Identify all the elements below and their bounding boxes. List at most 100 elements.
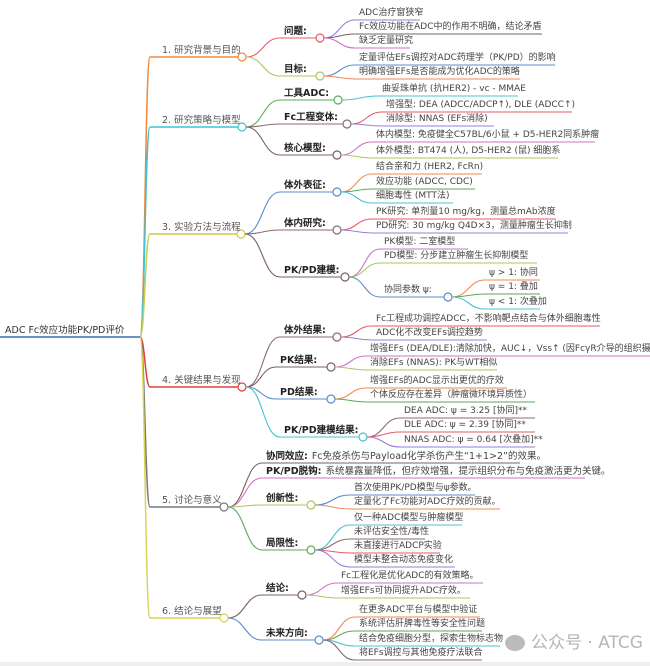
collapse-toggle[interactable]	[326, 394, 336, 404]
connector	[305, 582, 338, 596]
node-label: 协同参数 ψ:	[384, 285, 432, 295]
leaf-node[interactable]: PK研究: 单剂量10 mg/kg，测量总mAb浓度	[376, 207, 556, 218]
collapse-toggle[interactable]	[297, 590, 307, 600]
collapse-toggle[interactable]	[333, 95, 343, 105]
leaf-node[interactable]: NNAS ADC: ψ = 0.64 [次叠加]**	[404, 435, 543, 446]
collapse-toggle[interactable]	[332, 187, 342, 197]
subtopic-node[interactable]: PK/PD建模结果:	[284, 425, 358, 436]
leaf-node[interactable]: 消除型: NNAS (EFs消除)	[386, 114, 488, 125]
collapse-toggle[interactable]	[358, 432, 368, 442]
connector	[350, 111, 383, 125]
leaf-node[interactable]: 消除EFs (NNAS): PK与WT相似	[370, 358, 497, 369]
subtopic-node[interactable]: Fc工程变体:	[284, 112, 338, 123]
leaf-node[interactable]: 细胞毒性 (MTT法)	[376, 191, 450, 202]
leaf-node[interactable]: 增强EFs (DEA/DLE):清除加快，AUC↓，Vss↑ (因FcγR介导的…	[370, 344, 650, 355]
leaf-node[interactable]: PK模型: 二室模型	[384, 237, 455, 248]
leaf-node[interactable]: 增强EFs的ADC显示出更优的疗效	[370, 376, 504, 387]
subtopic-node[interactable]: 局限性:	[266, 538, 298, 549]
node-label: PK/PD脱钩:	[266, 466, 322, 477]
collapse-toggle[interactable]	[332, 150, 342, 160]
leaf-node[interactable]: 系统评估肝脾毒性等安全性问题	[359, 619, 485, 630]
subtopic-node[interactable]: 体外表征:	[284, 180, 326, 191]
leaf-node[interactable]: ADC治疗窗狭窄	[359, 8, 423, 19]
leaf-node[interactable]: 将EFs调控与其他免疫疗法联合	[359, 648, 483, 659]
leaf-node[interactable]: DLE ADC: ψ = 2.39 [协同]**	[404, 420, 526, 431]
node-label: Fc工程成功调控ADCC，不影响靶点结合与体外细胞毒性	[376, 314, 601, 324]
leaf-node[interactable]: ADC化不改变EFs调控趋势	[376, 328, 483, 339]
connector	[340, 325, 373, 338]
node-label: 目标:	[284, 64, 307, 75]
leaf-node[interactable]: 个体反应存在差异（肿瘤微环境异质性）	[370, 390, 532, 401]
leaf-node[interactable]: PK/PD脱钩:系统暴露量降低，但疗效增强，提示组织分布与免疫激活更为关键。	[266, 466, 610, 477]
leaf-node[interactable]: 增强型: DEA (ADCC/ADCP↑), DLE (ADCC↑)	[386, 100, 575, 111]
leaf-node[interactable]: 定量评估EFs调控对ADC药理学（PK/PD）的影响	[359, 53, 556, 64]
collapse-toggle[interactable]	[306, 545, 316, 555]
connector	[227, 504, 263, 508]
leaf-node[interactable]: 定量化了Fc功能对ADC疗效的贡献。	[354, 497, 501, 508]
branch-node[interactable]: 5. 讨论与意义	[162, 495, 222, 506]
leaf-node[interactable]: DEA ADC: ψ = 3.25 [协同]**	[404, 406, 527, 417]
leaf-node[interactable]: 增强EFs可协同提升ADC疗效。	[341, 586, 466, 597]
subtopic-node[interactable]: 目标:	[284, 64, 307, 75]
collapse-toggle[interactable]	[332, 332, 342, 342]
branch-node[interactable]: 2. 研究策略与模型	[162, 115, 241, 126]
branch-node[interactable]: 3. 实验方法与流程	[162, 222, 241, 233]
subtopic-node[interactable]: 体外结果:	[284, 325, 326, 336]
leaf-node[interactable]: 在更多ADC平台与模型中验证	[359, 605, 477, 616]
leaf-node[interactable]: 曲妥珠单抗 (抗HER2) - vc - MMAE	[382, 84, 526, 95]
leaf-node[interactable]: 缺乏定量研究	[359, 36, 413, 47]
collapse-toggle[interactable]	[342, 119, 352, 129]
subtopic-node[interactable]: 未来方向:	[266, 628, 308, 639]
leaf-node[interactable]: 体外模型: BT474 (人), D5-HER2 (鼠) 细胞系	[376, 146, 560, 157]
watermark-text: 公众号 · ATCG	[531, 633, 643, 653]
leaf-node[interactable]: 效应功能 (ADCC, CDC)	[376, 177, 473, 188]
leaf-node[interactable]: 未评估安全性/毒性	[354, 527, 429, 538]
leaf-node[interactable]: 未直接进行ADCP实验	[354, 541, 442, 552]
subtopic-node[interactable]: PK/PD建模:	[284, 265, 339, 276]
branch-node[interactable]: 4. 关键结果与发现	[162, 375, 241, 386]
leaf-node[interactable]: PD研究: 30 mg/kg Q4D×3，测量肿瘤生长抑制	[376, 221, 572, 232]
collapse-toggle[interactable]	[315, 33, 325, 43]
branch-node[interactable]: 1. 研究背景与目的	[162, 45, 241, 56]
leaf-node[interactable]: PD模型: 分步建立肿瘤生长抑制模型	[384, 251, 528, 262]
collapse-toggle[interactable]	[314, 635, 324, 645]
subtopic-node[interactable]: 问题:	[284, 26, 307, 37]
node-label: PK结果:	[280, 355, 318, 366]
leaf-node[interactable]: ψ > 1: 协同	[489, 268, 538, 279]
leaf-node[interactable]: 仅一种ADC模型与肿瘤模型	[354, 513, 463, 524]
subtopic-node[interactable]: 工具ADC:	[284, 88, 329, 99]
subtopic-node[interactable]: PD结果:	[280, 387, 318, 398]
node-label: 增强EFs可协同提升ADC疗效。	[341, 586, 466, 596]
subtopic-node[interactable]: 结论:	[266, 583, 289, 594]
leaf-node[interactable]: 明确增强EFs是否能成为优化ADC的策略	[359, 67, 520, 78]
branch-node[interactable]: 6. 结论与展望	[162, 606, 222, 617]
subtopic-node[interactable]: PK结果:	[280, 355, 317, 366]
leaf-node[interactable]: Fc效应功能在ADC中的作用不明确，结论矛盾	[359, 22, 542, 33]
leaf-node[interactable]: 结合免疫细胞分型，探索生物标志物	[359, 634, 503, 645]
leaf-node[interactable]: ψ < 1: 次叠加	[489, 297, 547, 308]
leaf-node[interactable]: ψ = 1: 叠加	[489, 282, 538, 293]
leaf-node[interactable]: Fc工程成功调控ADCC，不影响靶点结合与体外细胞毒性	[376, 314, 601, 325]
connector	[340, 218, 373, 231]
node-label: 局限性:	[266, 538, 299, 549]
node-label: Fc工程变体:	[284, 112, 338, 123]
root-node[interactable]: ADC Fc效应功能PK/PD评价	[5, 325, 124, 336]
subtopic-node[interactable]: 体内研究:	[284, 218, 326, 229]
subtopic-node[interactable]: 核心模型:	[284, 143, 326, 154]
collapse-toggle[interactable]	[332, 225, 342, 235]
leaf-node[interactable]: 协同效应:Fc免疫杀伤与Payload化学杀伤产生“1+1>2”的效果。	[266, 451, 546, 462]
subtopic-node[interactable]: 创新性:	[266, 493, 298, 504]
collapse-toggle[interactable]	[315, 71, 325, 81]
collapse-toggle[interactable]	[443, 292, 453, 302]
leaf-node[interactable]: 结合亲和力 (HER2, FcRn)	[376, 162, 483, 173]
leaf-node[interactable]: 首次使用PK/PD模型与ψ参数。	[354, 483, 477, 494]
node-label: PK/PD建模结果:	[284, 425, 359, 436]
collapse-toggle[interactable]	[306, 500, 316, 510]
leaf-node[interactable]: 模型未整合动态免疫变化	[354, 555, 453, 566]
collapse-toggle[interactable]	[340, 272, 350, 282]
subtopic-node[interactable]: 协同参数 ψ:	[384, 285, 432, 296]
leaf-node[interactable]: 体内模型: 免疫健全C57BL/6小鼠 + D5-HER2同系肿瘤	[376, 130, 599, 141]
leaf-node[interactable]: Fc工程化是优化ADC的有效策略。	[341, 571, 479, 582]
node-label: 首次使用PK/PD模型与ψ参数。	[354, 483, 477, 493]
collapse-toggle[interactable]	[326, 362, 336, 372]
